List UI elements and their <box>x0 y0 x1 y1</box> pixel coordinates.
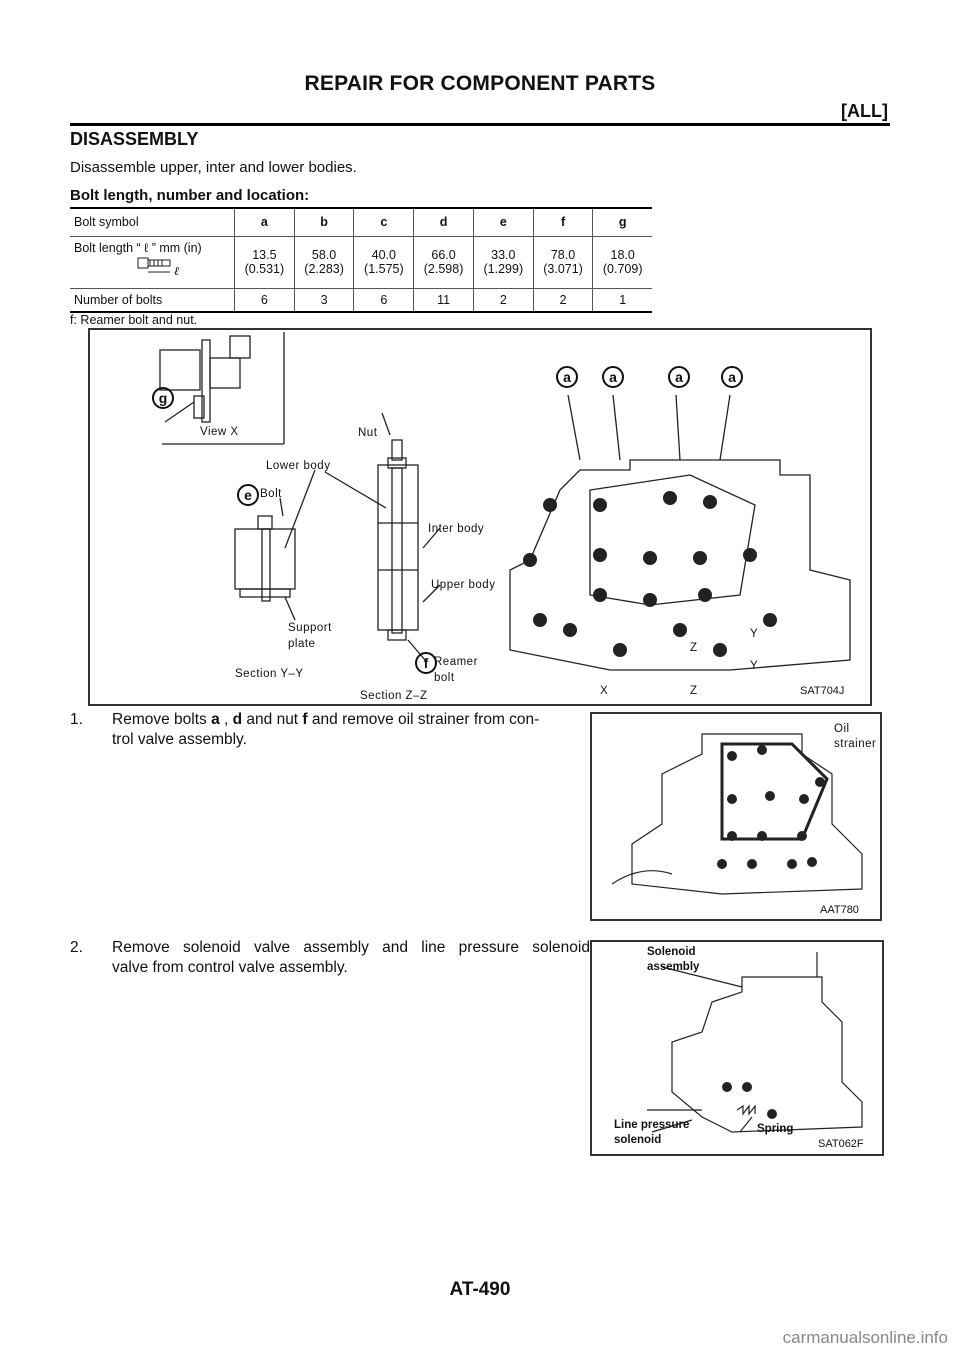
row-label: Number of bolts <box>74 292 163 307</box>
cell-count: 2 <box>472 288 534 312</box>
cell-symbol: d <box>413 208 474 236</box>
cell-count: 1 <box>592 288 652 312</box>
cell-symbol: g <box>592 208 652 236</box>
cell-symbol: f <box>532 208 593 236</box>
view-x-label: View X <box>200 426 239 438</box>
cell-count: 6 <box>353 288 414 312</box>
oil-strainer-diagram <box>611 733 863 895</box>
bolt-label: Bolt <box>260 488 282 500</box>
model-tag: [ALL] <box>841 101 888 121</box>
table-title: Bolt length, number and location: <box>70 187 310 204</box>
bolt-a-callout: a <box>668 366 690 388</box>
cell-length: 58.0(2.283) <box>293 236 354 288</box>
table-note: f: Reamer bolt and nut. <box>70 313 198 327</box>
y-mark: Y <box>750 660 759 672</box>
cell-count: 6 <box>234 288 295 312</box>
cell-length: 13.5(0.531) <box>234 236 295 288</box>
table-row-length: Bolt length “ ℓ ” mm (in) ℓ 13.5(0.531) … <box>70 236 652 288</box>
spring-label: Spring <box>757 1123 794 1135</box>
row-label: Bolt length “ ℓ ” mm (in) <box>74 240 202 255</box>
section-intro: Disassemble upper, inter and lower bodie… <box>70 159 357 176</box>
cell-length: 78.0(3.071) <box>532 236 593 288</box>
lower-body-label: Lower body <box>266 460 331 472</box>
figure-code: AAT780 <box>820 904 859 916</box>
cell-count: 3 <box>293 288 354 312</box>
watermark: carmanualsonline.info <box>782 1328 948 1347</box>
nut-label: Nut <box>358 427 378 439</box>
bolt-length-icon: ℓ <box>137 257 179 278</box>
bolt-a-callout: a <box>556 366 578 388</box>
cell-symbol: e <box>472 208 534 236</box>
svg-text:ℓ: ℓ <box>174 264 179 277</box>
header-rule <box>70 123 890 126</box>
cell-length: 33.0(1.299) <box>472 236 534 288</box>
cell-length: 18.0(0.709) <box>592 236 652 288</box>
inter-body-label: Inter body <box>428 523 485 535</box>
cell-symbol: c <box>353 208 414 236</box>
figure-code: SAT062F <box>818 1138 864 1150</box>
section-title: DISASSEMBLY <box>70 129 199 149</box>
section-yy-label: Section Y–Y <box>235 668 304 680</box>
x-mark: X <box>600 685 609 697</box>
cell-count: 11 <box>413 288 474 312</box>
cell-symbol: b <box>293 208 354 236</box>
row-label-length: Bolt length “ ℓ ” mm (in) ℓ <box>70 236 235 288</box>
y-mark: Y <box>750 628 759 640</box>
cell-length: 40.0(1.575) <box>353 236 414 288</box>
bolt-a-callout: a <box>602 366 624 388</box>
cell-symbol: a <box>234 208 295 236</box>
bolt-f-callout: f <box>415 652 437 674</box>
page-header-title: REPAIR FOR COMPONENT PARTS <box>304 72 656 95</box>
table-row-count: Number of bolts 6 3 6 11 2 2 1 <box>70 288 652 312</box>
bolt-table: Bolt symbol a b c d e f g Bolt length “ … <box>70 207 652 313</box>
figure-code: SAT704J <box>800 685 845 697</box>
z-mark: Z <box>690 642 698 654</box>
z-mark: Z <box>690 685 698 697</box>
solenoid-diagram <box>647 952 863 1133</box>
bolt-g-callout: g <box>152 387 174 409</box>
page-number: AT-490 <box>449 1279 511 1300</box>
upper-body-label: Upper body <box>431 579 496 591</box>
row-label: Bolt symbol <box>74 215 139 230</box>
step-1: 1. Remove bolts a , d and nut f and remo… <box>70 711 540 748</box>
section-zz-label: Section Z–Z <box>360 690 428 702</box>
cell-count: 2 <box>532 288 593 312</box>
table-row-symbol: Bolt symbol a b c d e f g <box>70 208 652 236</box>
step-2: 2. Remove solenoid valve assembly and li… <box>70 939 590 976</box>
cell-length: 66.0(2.598) <box>413 236 474 288</box>
figure-bolt-locations: g View X Nut Lower body e Bolt Inter bod… <box>88 328 872 706</box>
valve-body-diagram <box>159 332 851 671</box>
bolt-a-callout: a <box>721 366 743 388</box>
bolt-e-callout: e <box>237 484 259 506</box>
